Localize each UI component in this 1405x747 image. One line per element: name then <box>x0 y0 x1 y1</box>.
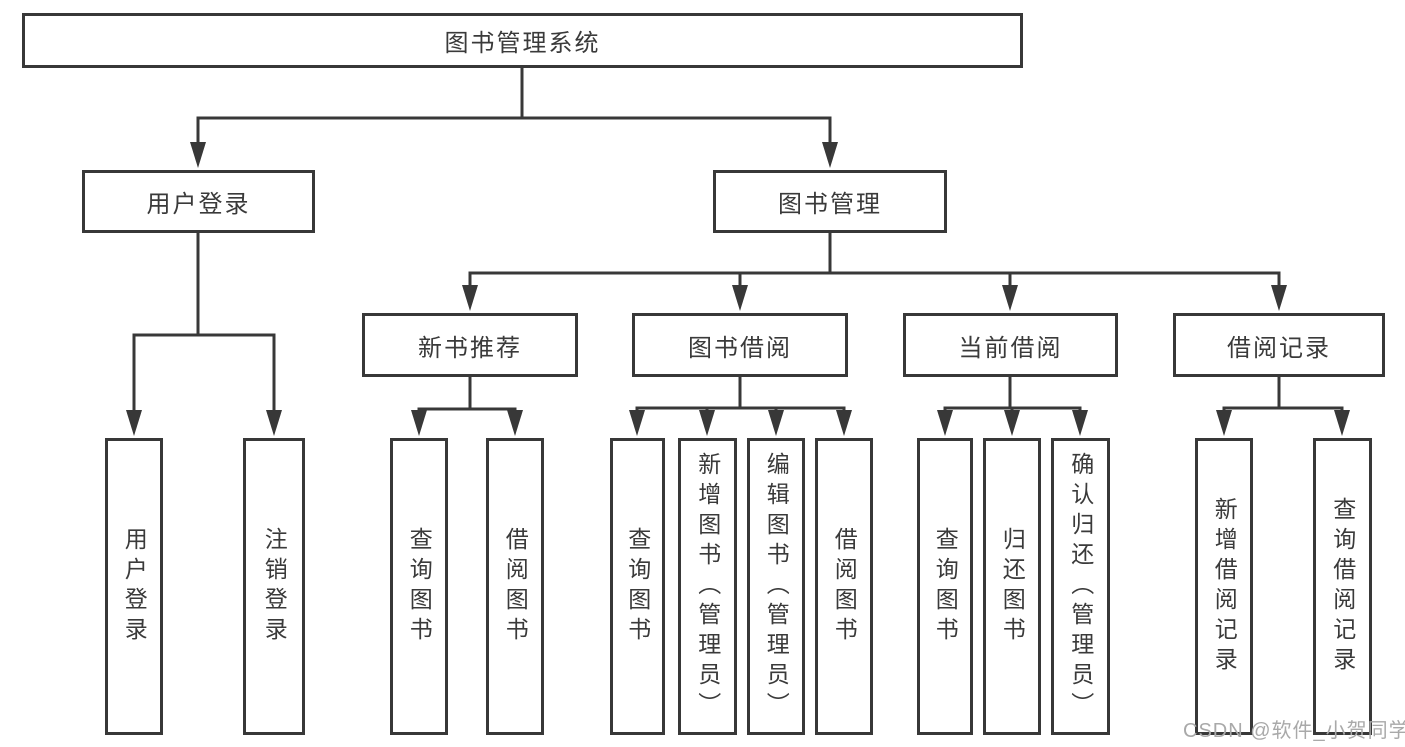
node-current-borrowing-label: 当前借阅 <box>958 334 1063 362</box>
leaf-confirm-return-admin-label: 确认归还（管理员） <box>1067 451 1094 722</box>
leaf-borrow-books-borrowing-label: 借阅图书 <box>831 526 858 647</box>
leaf-borrow-books-recommend-label: 借阅图书 <box>502 526 529 647</box>
leaf-logout-label: 注销登录 <box>261 526 288 647</box>
arrowhead-icons <box>126 142 1350 436</box>
leaf-add-books-admin-label: 新增图书（管理员） <box>694 451 721 722</box>
leaf-add-borrow-record-label: 新增借阅记录 <box>1211 496 1238 677</box>
node-user-login-label: 用户登录 <box>146 191 251 218</box>
leaf-query-books-recommend: 查询图书 <box>390 438 448 735</box>
leaf-user-login: 用户登录 <box>105 438 163 735</box>
leaf-query-books-borrowing-label: 查询图书 <box>624 526 651 647</box>
leaf-return-books: 归还图书 <box>983 438 1041 735</box>
leaf-add-borrow-record: 新增借阅记录 <box>1195 438 1253 735</box>
node-new-book-recommendation: 新书推荐 <box>362 313 578 377</box>
leaf-add-books-admin: 新增图书（管理员） <box>678 438 737 735</box>
leaf-query-borrow-record: 查询借阅记录 <box>1313 438 1372 735</box>
leaf-query-borrow-record-label: 查询借阅记录 <box>1329 496 1356 677</box>
node-book-borrowing: 图书借阅 <box>632 313 848 377</box>
node-root-label: 图书管理系统 <box>444 30 601 57</box>
leaf-query-books-borrowing: 查询图书 <box>610 438 665 735</box>
leaf-logout: 注销登录 <box>243 438 305 735</box>
node-current-borrowing: 当前借阅 <box>903 313 1118 377</box>
leaf-borrow-books-borrowing: 借阅图书 <box>815 438 873 735</box>
leaf-return-books-label: 归还图书 <box>999 526 1026 647</box>
leaf-query-books-current: 查询图书 <box>917 438 973 735</box>
leaf-borrow-books-recommend: 借阅图书 <box>486 438 544 735</box>
leaf-confirm-return-admin: 确认归还（管理员） <box>1051 438 1110 735</box>
node-new-book-recommendation-label: 新书推荐 <box>418 334 522 362</box>
leaf-edit-books-admin: 编辑图书（管理员） <box>747 438 805 735</box>
node-user-login: 用户登录 <box>82 170 315 233</box>
watermark: CSDN @软件_小贺同学 <box>1183 720 1405 742</box>
node-book-borrowing-label: 图书借阅 <box>688 334 792 362</box>
leaf-query-books-current-label: 查询图书 <box>932 526 959 647</box>
leaf-query-books-recommend-label: 查询图书 <box>406 526 433 647</box>
node-book-management-label: 图书管理 <box>778 191 882 218</box>
node-borrowing-records-label: 借阅记录 <box>1227 334 1331 362</box>
connector-strokes <box>132 68 1344 414</box>
leaf-user-login-label: 用户登录 <box>121 526 148 647</box>
node-borrowing-records: 借阅记录 <box>1173 313 1385 377</box>
node-root: 图书管理系统 <box>22 13 1023 68</box>
leaf-edit-books-admin-label: 编辑图书（管理员） <box>763 451 790 722</box>
node-book-management: 图书管理 <box>713 170 947 233</box>
